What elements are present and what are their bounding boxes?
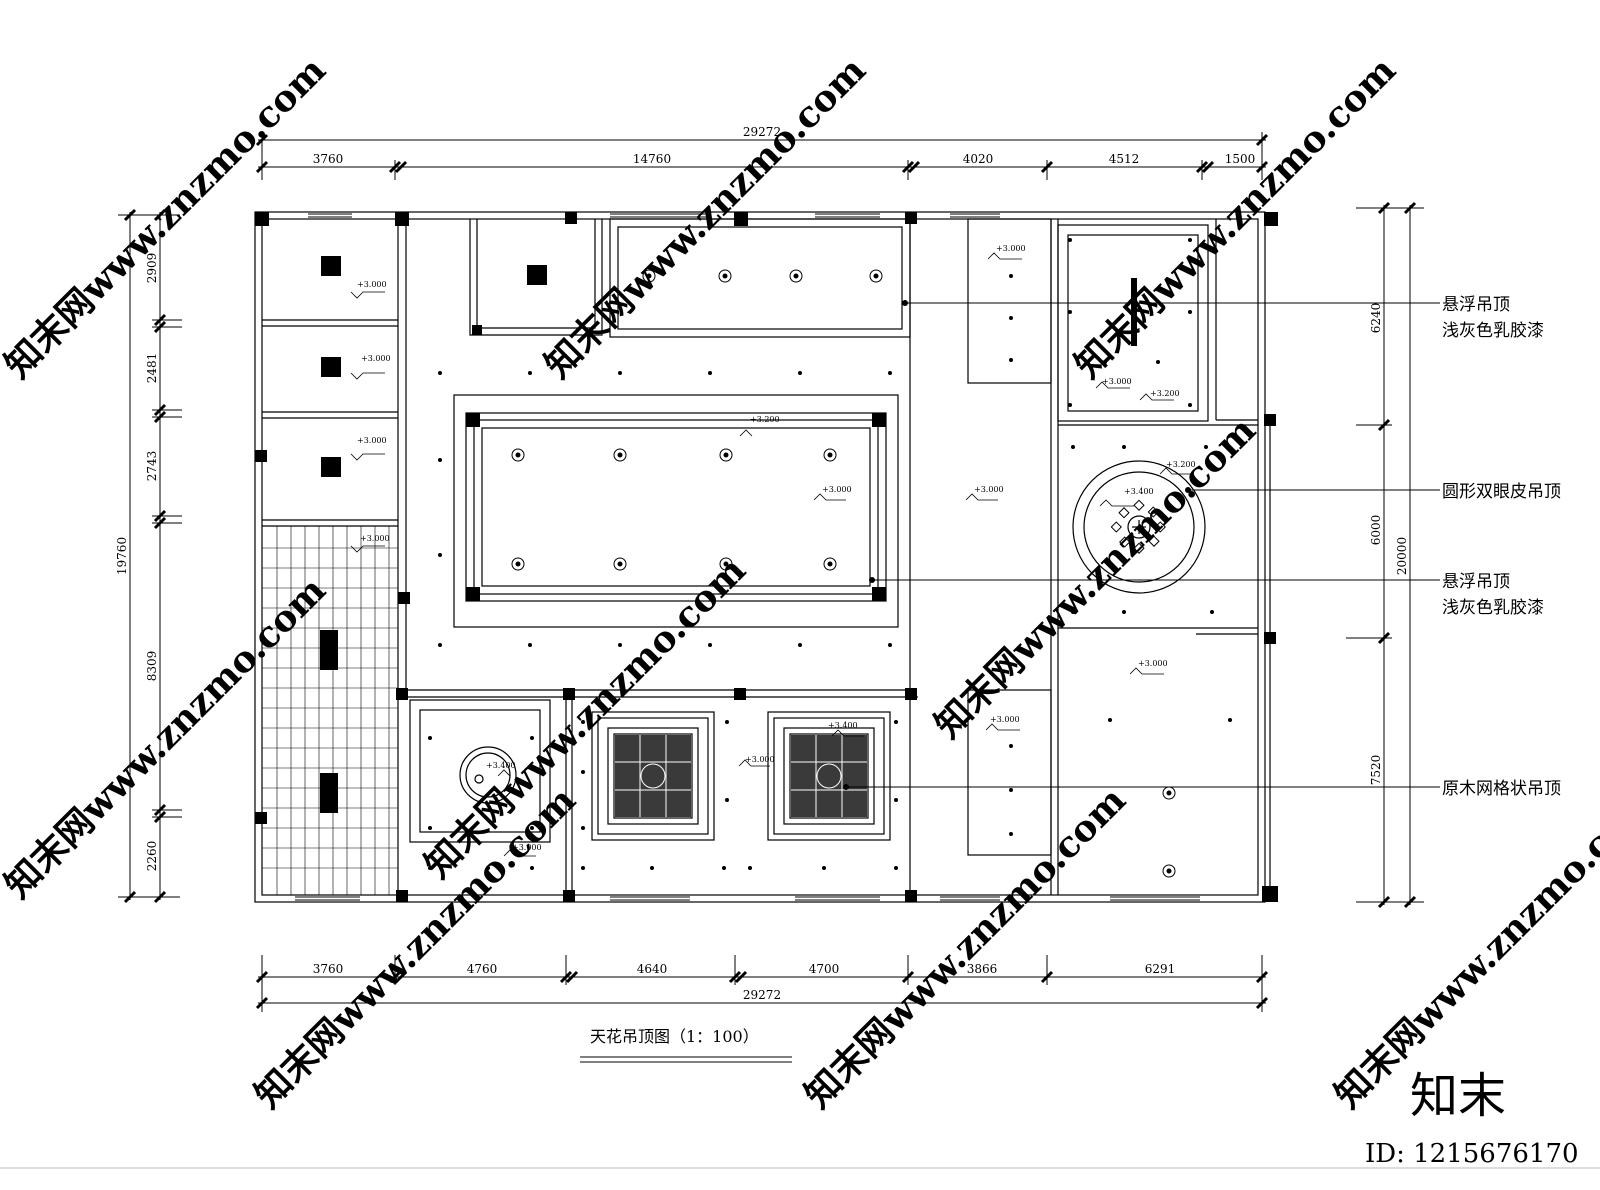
elevation-label: +3.000 [974,485,1004,494]
central-ceiling-corners [466,413,886,601]
dim-left-segment: 8309 [145,651,159,682]
callout-label: 浅灰色乳胶漆 [1442,321,1544,341]
elevation-label: +3.000 [357,436,387,445]
elevation-label: +3.400 [486,761,516,770]
elevation-markers [350,252,1194,857]
callout-label: 圆形双眼皮吊顶 [1442,482,1561,502]
dim-right-segment: 6000 [1369,515,1383,546]
callout-dots [843,300,1191,790]
callout-label: 原木网格状吊顶 [1442,779,1561,799]
spot-lights [428,238,1232,870]
dim-right-segment: 6240 [1369,303,1383,334]
watermark-text: 知末网www.znzmo.com [0,49,334,386]
elevation-label: +3.000 [1138,659,1168,668]
watermark-text: 知末网www.znzmo.com [0,569,334,906]
elevation-label: +3.000 [360,534,390,543]
dim-left-total: 19760 [115,537,129,575]
elevation-label: +3.000 [512,843,542,852]
dim-bottom-segment: 3760 [313,962,344,976]
elevation-label: +3.200 [1150,389,1180,398]
wall-outlines [254,211,1271,903]
linear-light [1131,278,1137,346]
elevation-label: +3.200 [1166,460,1196,469]
dim-top-segment: 14760 [633,152,671,166]
dim-bottom-segment: 4700 [809,962,840,976]
structural-columns [255,212,1278,902]
watermark-id: ID: 1215676170 [1365,1139,1579,1169]
dim-left-segment: 2743 [145,451,159,482]
elevation-label: +3.000 [361,354,391,363]
timber-grid-pattern [615,735,691,817]
watermark-text: 知末网www.znzmo.com [1067,49,1404,386]
callout-label: 悬浮吊顶 [1442,295,1510,315]
dim-bottom-segment: 4640 [637,962,668,976]
bottom-dimension-lines [258,955,1266,1012]
elevation-label: +3.400 [1124,487,1154,496]
round-ceiling-lights [1110,499,1166,554]
watermark-text: 知末网www.znzmo.com [537,49,874,386]
drawing-title: 天花吊顶图（1：100） [590,1027,759,1046]
watermark-text: 知末网www.znzmo.com [1327,779,1600,1116]
watermark-text: 知末网www.znzmo.com [247,779,584,1116]
watermark-text: 知末网www.znzmo.com [797,779,1134,1116]
bottom-left-round-ceiling [409,699,551,843]
elevation-label: +3.000 [822,485,852,494]
timber-grid-lines [791,735,867,817]
dim-bottom-total: 29272 [743,988,781,1002]
elevation-label: +3.400 [828,721,858,730]
window-marks [295,213,1200,901]
elevation-label: +3.200 [750,415,780,424]
dim-left-segment: 2909 [145,253,159,284]
dim-top-total: 29272 [743,125,781,139]
dim-top-segment: 3760 [313,152,344,166]
dim-right-segment: 7520 [1369,755,1383,786]
watermark-layer: 知末网www.znzmo.com 知末网www.znzmo.com 知末网www… [0,49,1600,1116]
dim-top-segment: 1500 [1225,152,1256,166]
watermark-text: 知末网www.znzmo.com [927,409,1264,746]
timber-grid-ceiling-right [767,711,891,841]
callout-leaders [846,302,1440,788]
timber-grid-lines [615,735,691,817]
elevation-label: +3.000 [1102,377,1132,386]
bottom-dimension-ticks [255,970,1269,1010]
title-underline [580,1056,792,1063]
round-double-eyelid-ceiling [1072,460,1206,594]
left-dimension-ticks [123,208,167,904]
dim-top-segment: 4512 [1109,152,1140,166]
callout-label: 浅灰色乳胶漆 [1442,598,1544,618]
elevation-label: +3.000 [990,715,1020,724]
elevation-label: +3.000 [357,280,387,289]
elevation-label: +3.000 [996,244,1026,253]
timber-grid-pattern [791,735,867,817]
dim-left-segment: 2260 [145,841,159,872]
dim-left-segment: 2481 [145,353,159,384]
callout-labels: 悬浮吊顶 浅灰色乳胶漆 圆形双眼皮吊顶 悬浮吊顶 浅灰色乳胶漆 原木网格状吊顶 [1442,295,1561,799]
right-dimension-lines [1346,205,1424,905]
elevation-labels: +3.000 +3.000 +3.000 +3.000 +3.200 +3.00… [357,244,1196,852]
central-suspended-ceiling [453,394,899,628]
dim-bottom-segment: 4760 [467,962,498,976]
dim-bottom-segment: 3866 [967,962,998,976]
dim-bottom-segment: 6291 [1145,962,1176,976]
elevation-label: +3.000 [745,755,775,764]
ring-downlights [511,269,1176,878]
dim-right-total: 20000 [1395,537,1409,575]
callout-label: 悬浮吊顶 [1442,572,1510,592]
watermark-logo: 知末 [1410,1068,1506,1124]
top-dimension-ticks [255,133,1269,174]
downlight-squares [320,256,547,813]
timber-grid-ceiling-left [591,711,715,841]
dim-top-segment: 4020 [963,152,994,166]
right-dimension-ticks [1377,201,1417,909]
tile-grid [262,526,398,895]
